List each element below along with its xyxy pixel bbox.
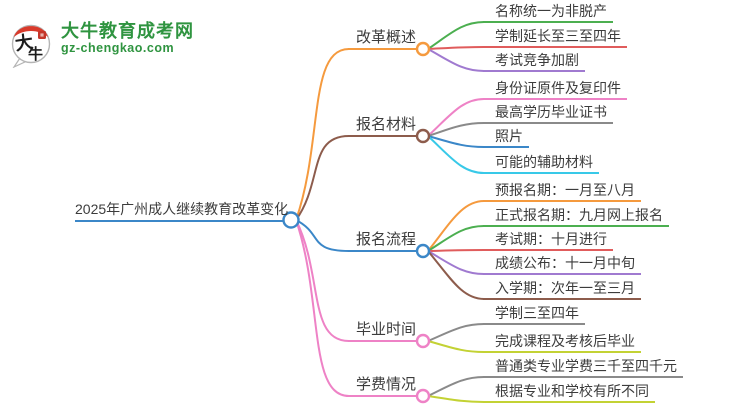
connector-branch-to-item <box>427 122 485 137</box>
leaf-topic[interactable]: 身份证原件及复印件 <box>483 78 627 100</box>
branch-collapse-handle[interactable] <box>415 243 431 259</box>
leaf-topic[interactable]: 完成课程及考核后毕业 <box>483 331 641 353</box>
connector-branch-to-item <box>427 249 485 252</box>
connector-branch-to-item <box>427 250 485 275</box>
branch-collapse-handle[interactable] <box>415 128 431 144</box>
leaf-topic[interactable]: 最高学历毕业证书 <box>483 102 613 124</box>
svg-text:大: 大 <box>14 31 35 54</box>
leaf-topic[interactable]: 考试期：十月进行 <box>483 229 613 251</box>
leaf-topic[interactable]: 学制三至四年 <box>483 303 585 325</box>
svg-text:牛: 牛 <box>28 45 43 63</box>
connector-branch-to-item <box>427 340 485 353</box>
leaf-topic[interactable]: 预报名期：一月至八月 <box>483 180 641 202</box>
branch-topic[interactable]: 报名材料 <box>348 115 418 137</box>
connector-branch-to-item <box>427 21 485 50</box>
site-domain: gz-chengkao.com <box>61 41 175 55</box>
connector-root-to-branch <box>295 48 350 221</box>
leaf-topic[interactable]: 名称统一为非脱产 <box>483 1 613 23</box>
connector-branch-to-item <box>427 135 485 148</box>
leaf-topic[interactable]: 考试竞争加剧 <box>483 50 585 72</box>
connector-branch-to-item <box>427 200 485 252</box>
connector-branch-to-item <box>427 46 485 50</box>
leaf-topic[interactable]: 学制延长至三至四年 <box>483 26 627 48</box>
connector-branch-to-item <box>427 48 485 72</box>
connector-branch-to-item <box>427 135 485 174</box>
logo-bull-icon: 大 牛 <box>11 24 51 68</box>
site-logo[interactable]: 大 牛 大牛教育成考网 gz-chengkao.com <box>8 18 194 68</box>
branch-collapse-handle[interactable] <box>415 41 431 57</box>
leaf-topic[interactable]: 根据专业和学校有所不同 <box>483 381 655 403</box>
leaf-topic[interactable]: 成绩公布：十一月中旬 <box>483 253 641 275</box>
mindmap-root-topic[interactable]: 2025年广州成人继续教育改革变化 <box>75 198 288 222</box>
connector-branch-to-item <box>427 323 485 342</box>
connector-branch-to-item <box>427 250 485 300</box>
connector-branch-to-item <box>427 376 485 397</box>
connector-branch-to-item <box>427 98 485 137</box>
leaf-topic[interactable]: 照片 <box>483 126 529 148</box>
connector-root-to-branch <box>295 219 350 342</box>
branch-topic[interactable]: 学费情况 <box>348 375 418 397</box>
connector-branch-to-item <box>427 395 485 403</box>
branch-topic[interactable]: 报名流程 <box>348 230 418 252</box>
leaf-topic[interactable]: 入学期：次年一至三月 <box>483 278 641 300</box>
root-collapse-handle[interactable] <box>282 211 300 229</box>
leaf-topic[interactable]: 正式报名期：九月网上报名 <box>483 205 669 227</box>
leaf-topic[interactable]: 普通类专业学费三千至四千元 <box>483 356 683 378</box>
connector-branch-to-item <box>427 225 485 252</box>
leaf-topic[interactable]: 可能的辅助材料 <box>483 152 599 174</box>
branch-topic[interactable]: 毕业时间 <box>348 320 418 342</box>
site-name: 大牛教育成考网 <box>61 21 194 41</box>
connector-root-to-branch <box>295 219 350 252</box>
connector-root-to-branch <box>295 135 350 221</box>
connector-root-to-branch <box>295 219 350 397</box>
branch-topic[interactable]: 改革概述 <box>348 28 418 50</box>
branch-collapse-handle[interactable] <box>415 333 431 349</box>
branch-collapse-handle[interactable] <box>415 388 431 404</box>
